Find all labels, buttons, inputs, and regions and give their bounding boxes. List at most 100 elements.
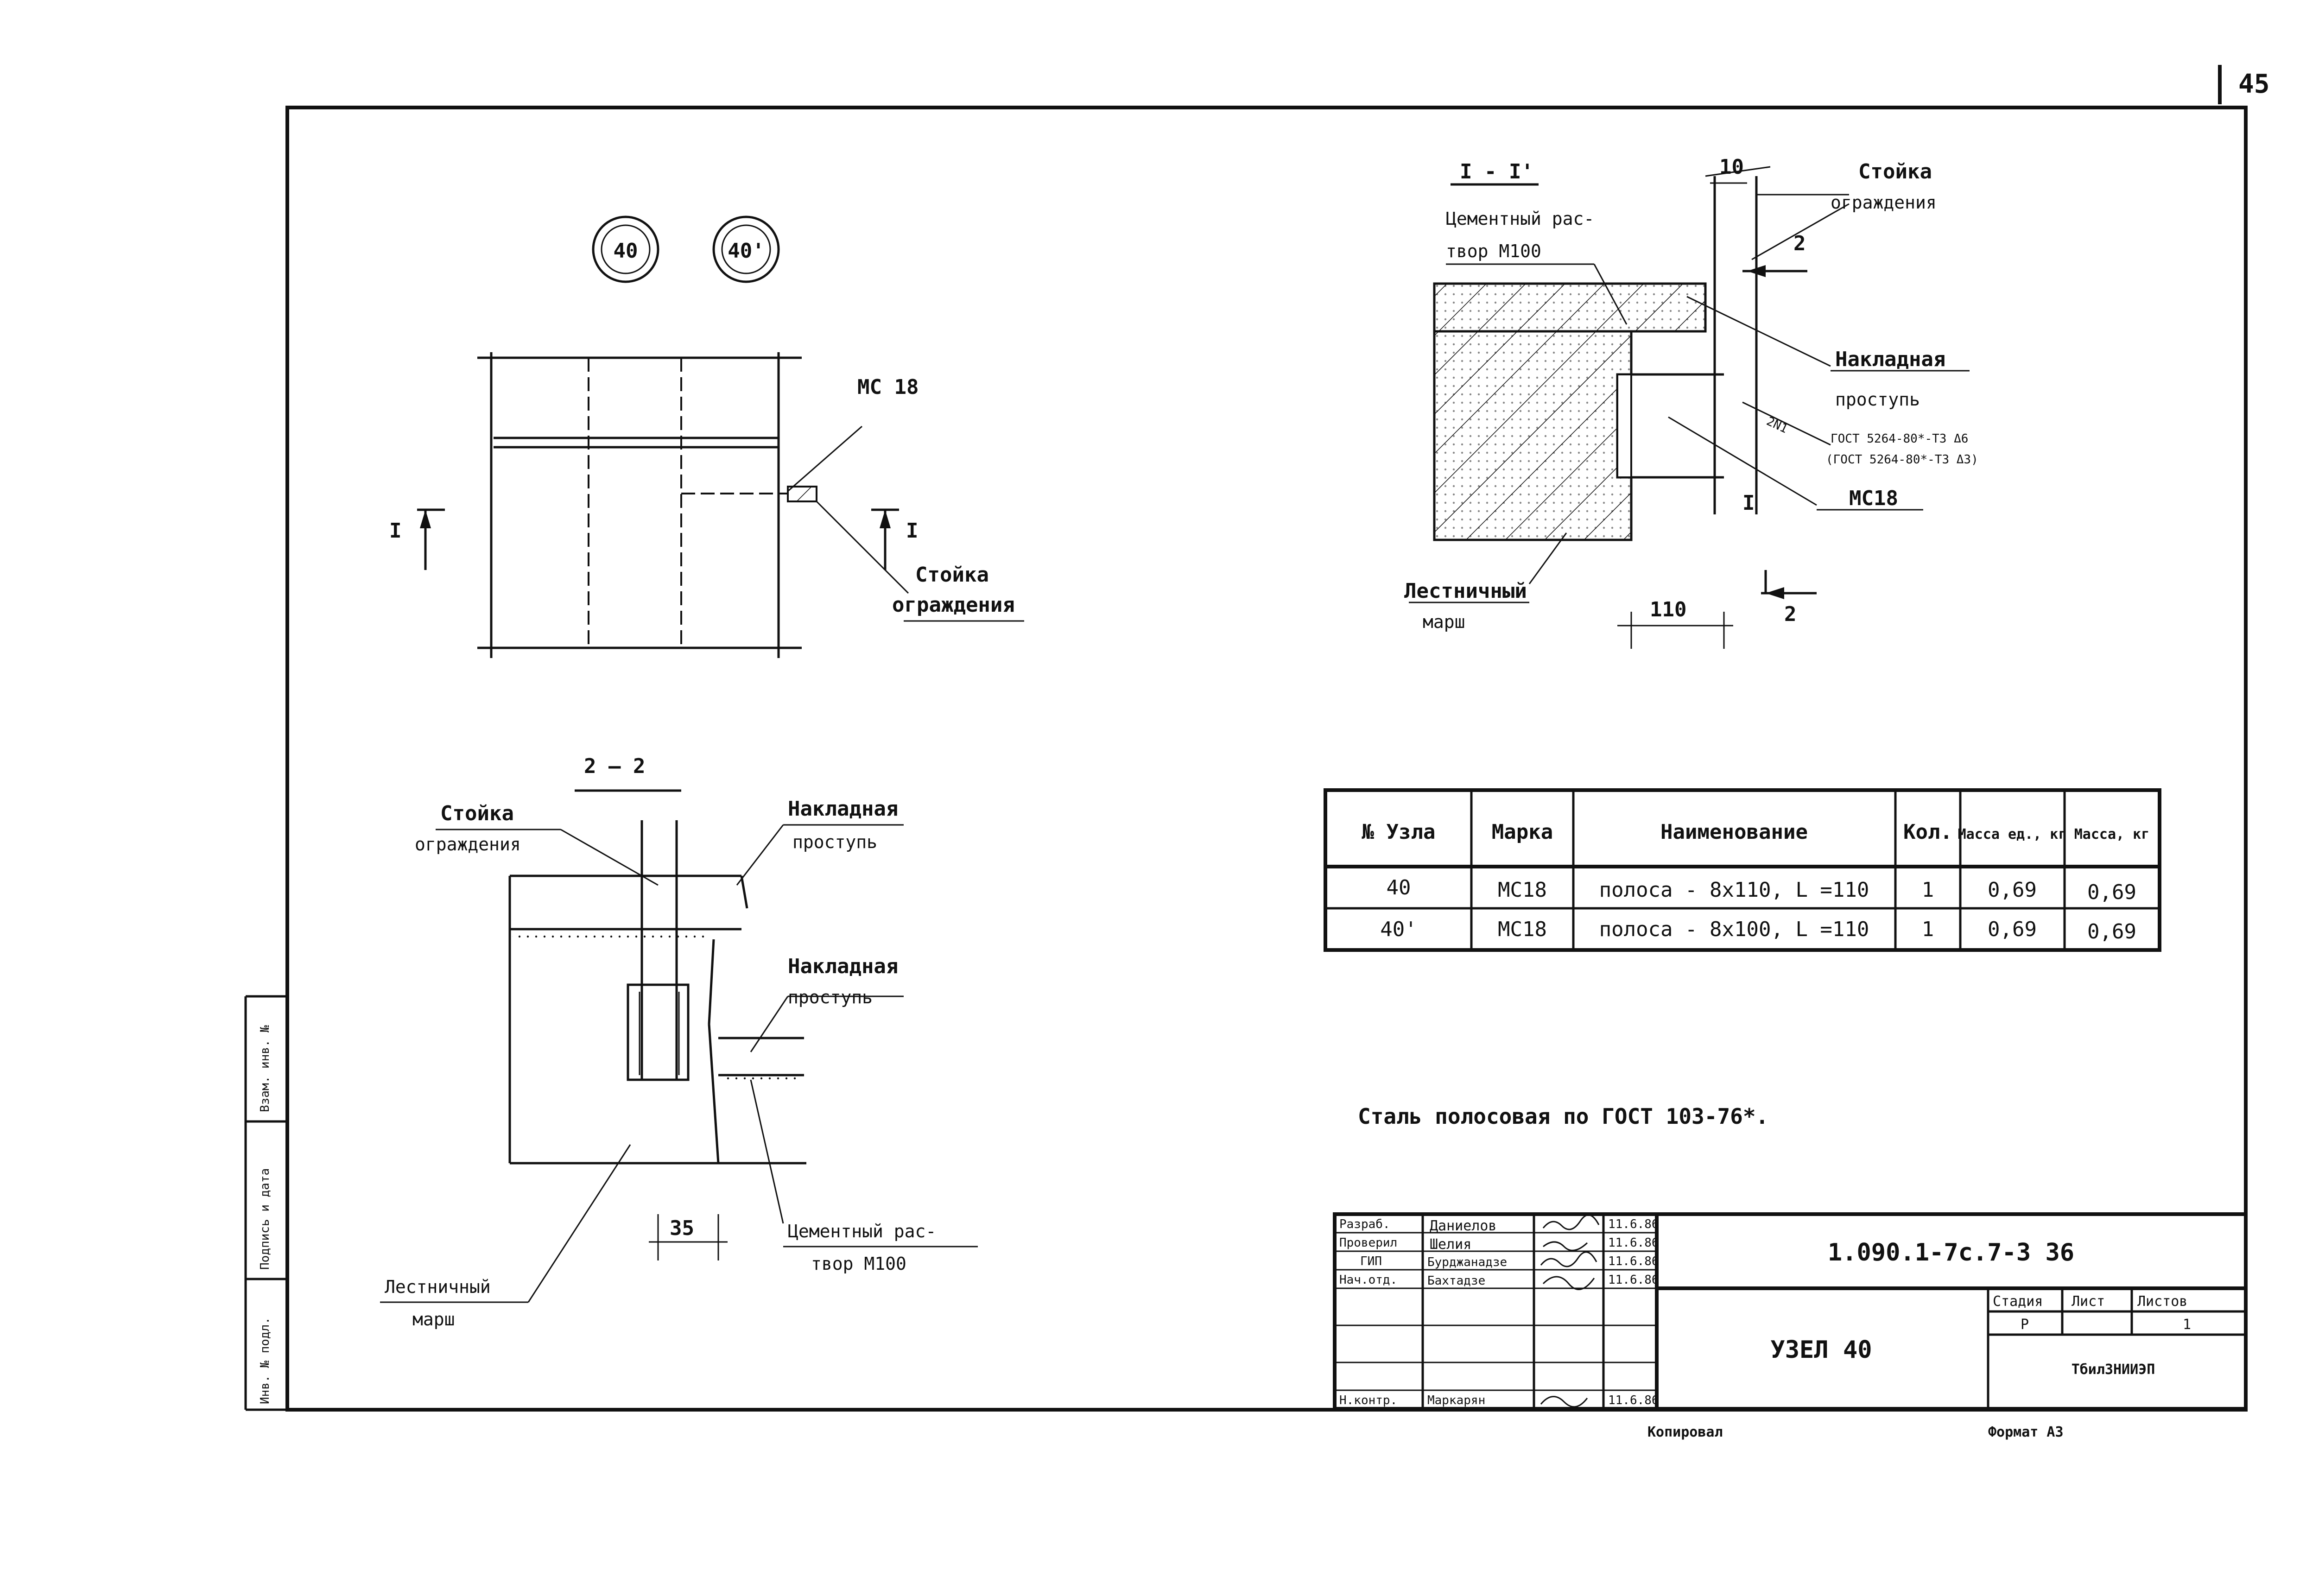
tb-date-6: 11.6.86 [1608,1393,1659,1407]
section-1-post-label-2: ограждения [1831,192,1937,213]
tb-date-2: 11.6.86 [1608,1254,1659,1268]
section-1-gost-1: ГОСТ 5264-80*-Т3 Δ6 [1831,432,1968,446]
spec-table: № Узла Марка Наименование Кол. Масса ед.… [1324,788,2161,952]
section-1-mark-label: МС18 [1849,487,1898,510]
spec-row1-mass: 0,69 [2087,880,2136,904]
footer-format: Формат А3 [1988,1424,2064,1440]
section-2-title: 2 — 2 [584,754,645,778]
spec-header-unit-mass: Масса ед., кг [1958,826,2067,842]
plan-section-mark-right: I [906,519,919,543]
section-1-mortar-label-1: Цементный рас- [1446,209,1594,229]
section-1-ref-mark: I [1742,491,1755,515]
spec-row2-node: 40' [1380,918,1417,941]
spec-header-qty: Кол. [1903,820,1952,844]
plan-view: МС 18 Стойка ограждения I I [389,352,1024,658]
section-1-dim-bottom: 110 [1650,598,1686,621]
tb-role-0: Разраб. [1339,1217,1390,1231]
spec-row1-qty: 1 [1922,878,1934,902]
spec-header-mass: Масса, кг [2074,826,2150,842]
plan-mark-label: МС 18 [857,375,919,399]
plan-section-mark-left: I [389,519,402,543]
tb-name-3: Бахтадзе [1427,1274,1485,1288]
section-1-weld-mark: 2N1 [1764,414,1790,436]
section-2-tread2-label-2: проступь [788,987,873,1007]
section-1-mortar-label-2: твор М100 [1446,241,1541,261]
spec-row1-name: полоса - 8х110, L =110 [1599,878,1869,902]
section-1-tread-label-1: Накладная [1835,348,1945,371]
side-stamp: Инв. № подл. Подпись и дата Взам. инв. № [244,995,287,1411]
section-2-tread-label-2: проступь [792,832,877,852]
footer-copied: Копировал [1647,1424,1723,1440]
tb-name-2: Бурджанадзе [1427,1255,1507,1269]
spec-row1-node: 40 [1387,876,1411,899]
tb-role-1: Проверил [1339,1236,1397,1250]
stamp-inv-number: Инв. № подл. [258,1317,272,1404]
section-1-title: I - I' [1460,160,1533,184]
section-1-stair-label-1: Лестничный [1404,579,1527,603]
section-1-mark-2-bottom: 2 [1784,602,1797,626]
section-1-gost-2: (ГОСТ 5264-80*-Т3 Δ3) [1826,453,1978,467]
tb-date-3: 11.6.86 [1608,1273,1659,1287]
spec-row1-mark: МС18 [1498,878,1547,902]
tb-signature-6 [1540,1396,1588,1408]
tb-date-0: 11.6.86 [1608,1217,1659,1231]
stamp-signature-date: Подпись и дата [258,1168,272,1270]
page-number: 45 [2238,69,2269,99]
tb-signature-1 [1543,1241,1588,1251]
section-2-tread2-label-1: Накладная [788,955,898,978]
tb-sheets-value: 1 [2183,1317,2191,1333]
section-2-mortar-label-2: твор М100 [811,1254,906,1274]
tb-stage-header: Стадия [1993,1293,2043,1310]
spec-row2-mass: 0,69 [2087,920,2136,944]
section-1-1: I - I' 10 110 2 2 Стойка ограждения Цеме… [1404,155,1978,649]
plan-post-label-1: Стойка [915,563,989,587]
spec-header-mark: Марка [1492,820,1553,844]
tb-name-0: Даниелов [1430,1218,1497,1234]
title-block: Разраб. Проверил ГИП Нач.отд. Н.контр. Д… [1333,1212,2248,1411]
section-1-stair-label-2: марш [1423,612,1465,632]
tb-sheet-header: Лист [2072,1293,2105,1310]
steel-note: Сталь полосовая по ГОСТ 103-76*. [1358,1104,1768,1129]
spec-header-name: Наименование [1660,820,1808,844]
tb-signature-0 [1542,1214,1600,1230]
section-1-post-label-1: Стойка [1858,160,1932,184]
section-2-stair-label-2: марш [412,1309,455,1330]
spec-row2-unit-mass: 0,69 [1988,918,2037,941]
tb-role-6: Н.контр. [1339,1393,1397,1407]
drawing-frame [285,106,2248,1412]
tb-role-2: ГИП [1360,1254,1382,1268]
spec-header-node: № Узла [1362,820,1436,844]
plan-post-label-2: ограждения [892,593,1015,617]
section-2-post-label-2: ограждения [415,834,521,855]
tb-sheets-header: Листов [2137,1293,2187,1310]
section-2-2: 2 — 2 35 Стойка ограждения Накладная про… [380,754,978,1330]
section-2-mortar-label-1: Цементный рас- [788,1221,936,1241]
svg-text:40': 40' [728,239,764,263]
tb-organization: ТбилЗНИИЭП [2072,1362,2155,1378]
section-1-dim-top: 10 [1719,155,1744,179]
node-mark-40-prime: 40' [712,215,780,283]
tb-stage-value: Р [2021,1317,2029,1333]
spec-row2-mark: МС18 [1498,918,1547,941]
spec-row2-qty: 1 [1922,918,1934,941]
section-2-post-label-1: Стойка [440,802,514,825]
svg-text:40: 40 [614,239,638,263]
tb-date-1: 11.6.86 [1608,1236,1659,1250]
stamp-replaces-inv: Взам. инв. № [258,1025,272,1112]
section-1-tread-label-2: проступь [1835,389,1920,410]
tb-name-6: Маркарян [1427,1393,1485,1407]
tb-sheet-title: УЗЕЛ 40 [1770,1336,1872,1364]
spec-row1-unit-mass: 0,69 [1988,878,2037,902]
section-2-stair-label-1: Лестничный [385,1277,491,1297]
tb-signature-3 [1542,1276,1595,1290]
tb-name-1: Шелия [1430,1236,1471,1253]
node-mark-40: 40 [592,215,659,283]
tb-signature-2 [1540,1251,1597,1267]
tb-role-3: Нач.отд. [1339,1273,1397,1287]
tb-doc-code: 1.090.1-7с.7-3 36 [1828,1239,2074,1267]
section-1-mark-2-top: 2 [1793,232,1806,255]
section-2-dim: 35 [670,1216,694,1240]
section-2-tread-label-1: Накладная [788,797,898,821]
spec-row2-name: полоса - 8х100, L =110 [1599,918,1869,941]
